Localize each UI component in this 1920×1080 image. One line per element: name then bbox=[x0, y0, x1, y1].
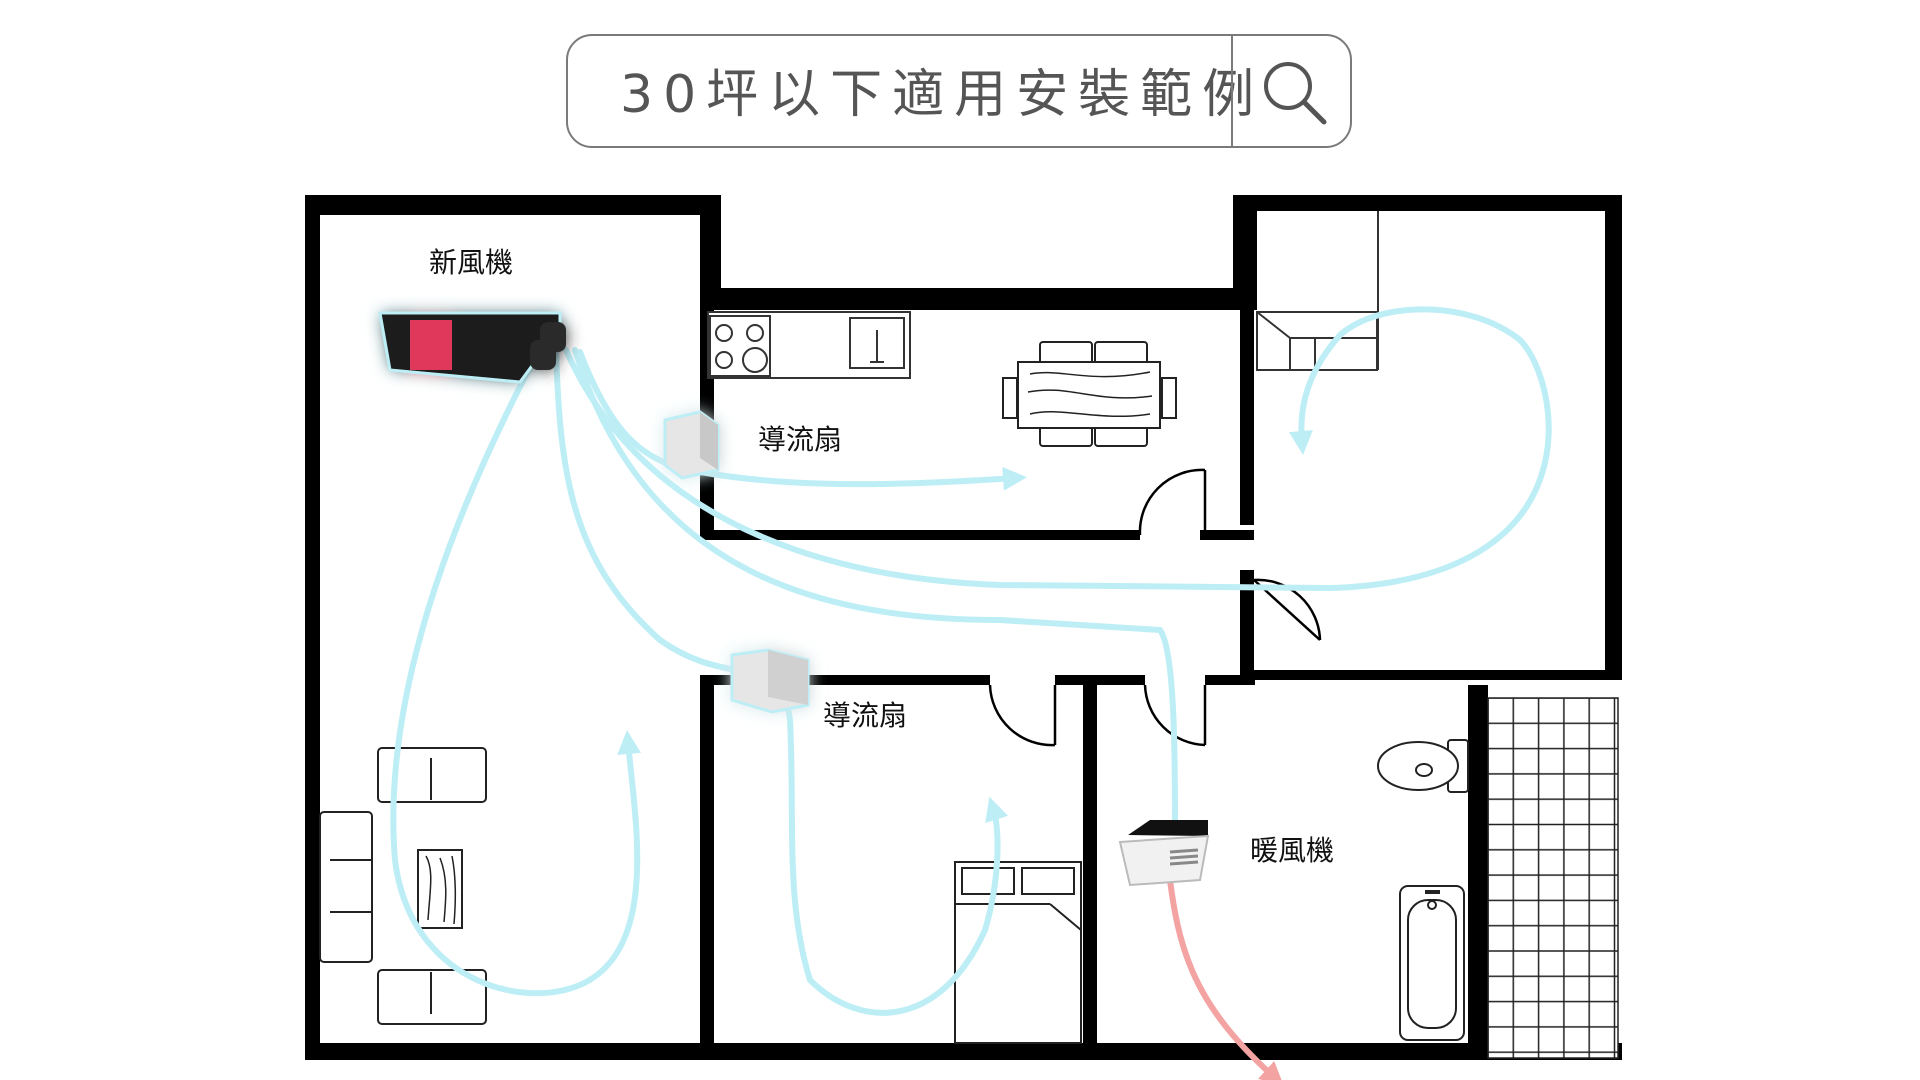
search-divider bbox=[1231, 36, 1233, 146]
walls bbox=[305, 195, 1622, 1060]
room-furniture bbox=[1256, 211, 1379, 371]
search-text: 30坪以下適用安裝範例 bbox=[620, 65, 1265, 125]
fresh-air-flows bbox=[390, 306, 1552, 1016]
erv-label: 新風機 bbox=[429, 246, 513, 279]
exhaust-flow bbox=[1167, 877, 1284, 1080]
toilet bbox=[1377, 739, 1469, 793]
erv-unit bbox=[378, 311, 566, 384]
dining-table bbox=[1002, 341, 1177, 447]
search-bar[interactable]: 30坪以下適用安裝範例 bbox=[566, 34, 1352, 148]
fan-bedroom-label: 導流扇 bbox=[823, 699, 907, 732]
sofa-set bbox=[319, 747, 487, 1025]
bathtub bbox=[1399, 885, 1465, 1041]
kitchen-counter bbox=[707, 311, 911, 379]
bath-heater-label: 暖風機 bbox=[1250, 834, 1334, 867]
guide-fan-bedroom bbox=[730, 648, 810, 714]
guide-fan-kitchen bbox=[663, 410, 720, 480]
doors bbox=[988, 468, 1322, 747]
shower-tiles bbox=[1487, 697, 1619, 1059]
bath-heater bbox=[1118, 820, 1210, 887]
search-icon[interactable] bbox=[1258, 56, 1330, 128]
fan-kitchen-label: 導流扇 bbox=[758, 423, 842, 456]
